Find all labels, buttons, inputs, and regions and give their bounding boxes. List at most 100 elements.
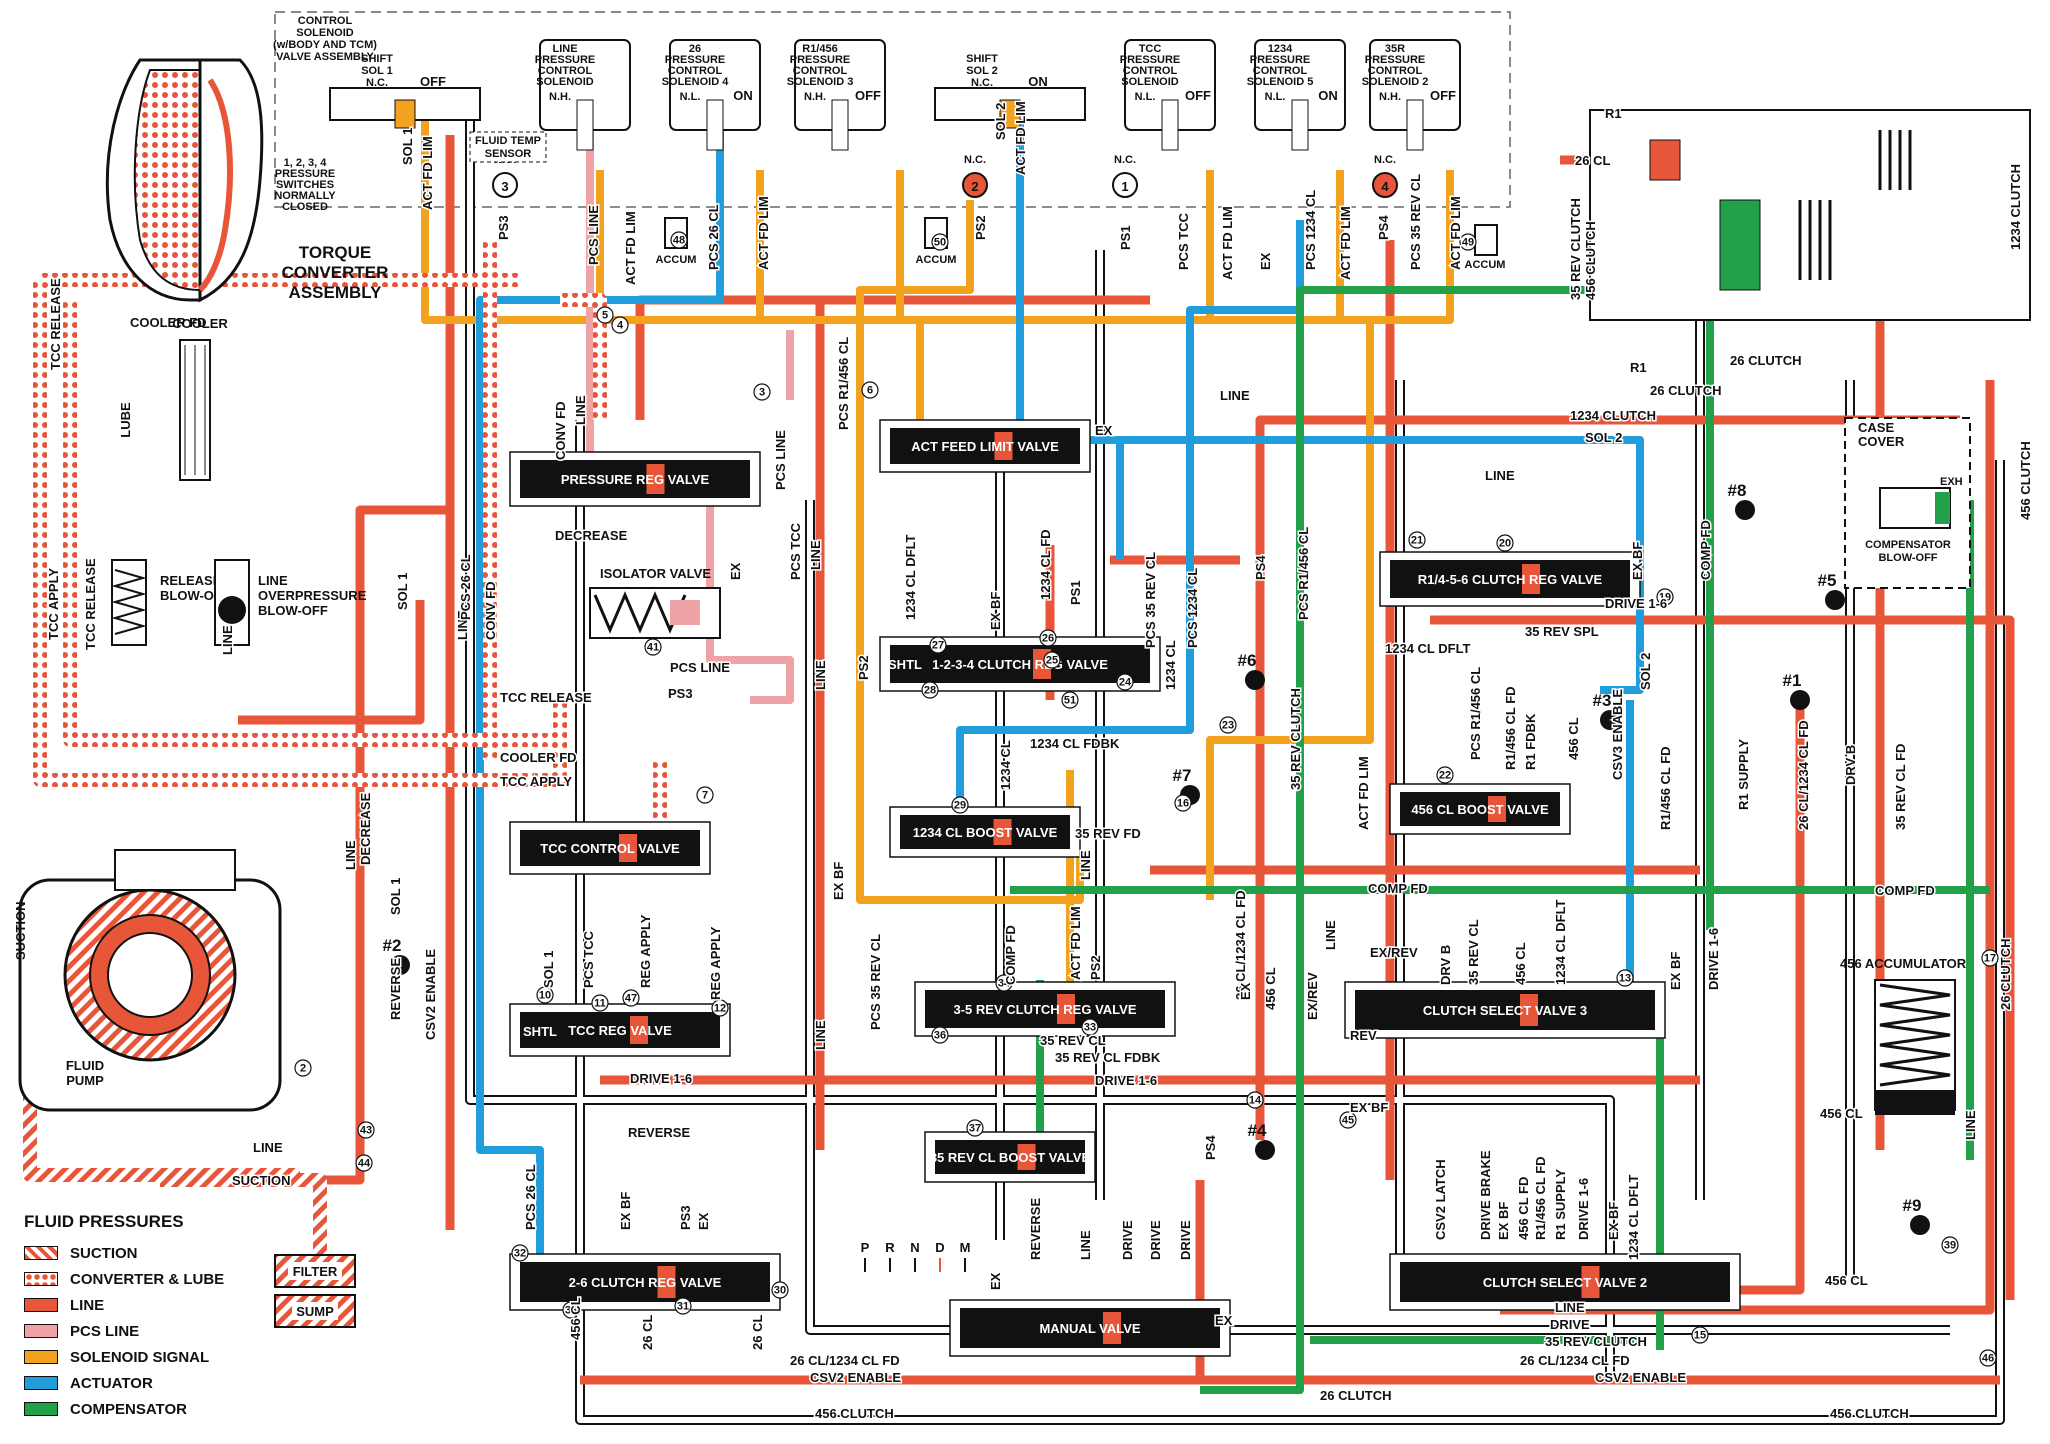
checkball-label: #6 xyxy=(1238,651,1257,670)
solenoid-label: SOLENOID 3 xyxy=(787,76,854,88)
case-cover: CASE COVER COMPENSATOR BLOW-OFF EXH xyxy=(1844,417,1971,589)
checkball: #9 xyxy=(1903,1196,1930,1235)
orifice-number: 33 xyxy=(1084,1022,1096,1034)
torque-converter-label-1: TORQUE xyxy=(299,243,371,262)
gear-letter: R xyxy=(885,1240,895,1255)
orifice-number: 50 xyxy=(934,237,946,249)
orifice: 11 xyxy=(591,994,609,1012)
orifice: 28 xyxy=(921,681,939,699)
legend-swatch xyxy=(24,1376,58,1390)
solenoid-type: N.L. xyxy=(1135,91,1156,103)
gear-letter: P xyxy=(861,1240,870,1255)
solenoid-label: R1/456 xyxy=(802,43,837,55)
circuit-label: 1234 CL DFLT xyxy=(1385,641,1471,656)
circuit-label: COMP FD xyxy=(1698,520,1713,580)
solenoid-label: CONTROL xyxy=(1123,65,1178,77)
pressure-switch-label-4: NORMALLY xyxy=(274,190,336,202)
circuit-label: REVERSE xyxy=(1028,1198,1043,1260)
orifice: 15 xyxy=(1691,1326,1709,1344)
orifice: 4 xyxy=(611,316,629,334)
circuit-label: ACT FD LIM xyxy=(1068,906,1083,980)
circuit-label: LINE xyxy=(1323,920,1338,950)
circuit-label: EX BF xyxy=(1668,952,1683,990)
orifice-number: 34 xyxy=(998,978,1011,990)
solenoid-label: CONTROL xyxy=(1253,65,1308,77)
orifice-number: 39 xyxy=(1944,1240,1956,1252)
circuit-label: LINE xyxy=(1078,850,1093,880)
circuit-label: LINE xyxy=(343,840,358,870)
checkball: #8 xyxy=(1728,481,1755,520)
valve-csv3: CLUTCH SELECT VALVE 3 xyxy=(1344,981,1666,1039)
solenoid-label: PRESSURE xyxy=(1120,54,1181,66)
orifice-number: 26 xyxy=(1042,633,1054,645)
circuit-label: EX BF xyxy=(831,862,846,900)
circuit-label: PCS 1234 CL xyxy=(1303,190,1318,270)
fluid-temp-label-1: FLUID TEMP xyxy=(475,135,541,147)
valve-label: ACT FEED LIMIT VALVE xyxy=(911,439,1059,454)
circuit-label: 26 CL/1234 CL FD xyxy=(1520,1353,1630,1368)
pressure-switch-nc: N.C. xyxy=(1374,154,1396,166)
line-overpressure-blow-off: LINE OVERPRESSURE BLOW-OFF xyxy=(214,559,367,646)
orifice-number: 31 xyxy=(677,1301,689,1313)
circuit-label: COMP FD xyxy=(1875,883,1935,898)
legend-label: PCS LINE xyxy=(70,1322,140,1340)
solenoid-state: ON xyxy=(733,88,753,103)
orifice-number: 16 xyxy=(1177,798,1189,810)
legend-item: SUCTION xyxy=(24,1240,284,1266)
circuit-label: 456 CL FD xyxy=(1516,1177,1531,1240)
solenoid-type: N.C. xyxy=(971,77,993,89)
control-solenoid-label-4: VALVE ASSEMBLY xyxy=(276,51,374,63)
orifice-number: 25 xyxy=(1046,655,1058,667)
line-overpressure-label-1: LINE xyxy=(258,573,288,588)
circuit-label: CONV FD xyxy=(553,402,568,461)
circuit-label: 456 CL xyxy=(1513,942,1528,985)
circuit-label: PCS TCC xyxy=(788,522,803,580)
valve-label: 3-5 REV CLUTCH REG VALVE xyxy=(954,1002,1137,1017)
orifice: 51 xyxy=(1061,691,1079,709)
circuit-label: CONV FD xyxy=(483,582,498,641)
solenoid-type: N.C. xyxy=(366,77,388,89)
pressure-switch-label-1: 1, 2, 3, 4 xyxy=(284,157,328,169)
circuit-label: PCS TCC xyxy=(581,930,596,988)
circuit-label: 35 REV SPL xyxy=(1525,624,1599,639)
circuit-label: LINE xyxy=(1078,1230,1093,1260)
circuit-label: 456 CLUTCH xyxy=(1830,1406,1909,1421)
legend-item: PCS LINE xyxy=(24,1318,284,1344)
circuit-label: PS2 xyxy=(1088,955,1103,980)
circuit-label: 456 CL xyxy=(1820,1106,1863,1121)
circuit-label: TCC APPLY xyxy=(500,774,572,789)
orifice-number: 43 xyxy=(360,1125,372,1137)
solenoid-type: N.L. xyxy=(1265,91,1286,103)
solenoid-label: CONTROL xyxy=(538,65,593,77)
compensator-blowoff-label-1: COMPENSATOR xyxy=(1865,539,1951,551)
gear-letter: M xyxy=(960,1240,971,1255)
orifice: 46 xyxy=(1979,1349,1997,1367)
orifice: 31 xyxy=(674,1297,692,1315)
valve-label: PRESSURE REG VALVE xyxy=(561,472,710,487)
pressure-switch-nc: N.C. xyxy=(1114,154,1136,166)
solenoid-label: PRESSURE xyxy=(1365,54,1426,66)
circuit-label: 35 REV CL FD xyxy=(1893,744,1908,830)
orifice-number: 28 xyxy=(924,685,936,697)
circuit-label: 35 REV FD xyxy=(1075,826,1141,841)
orifice-number: 46 xyxy=(1982,1353,1994,1365)
circuit-label: COOLER FD xyxy=(500,750,577,765)
solenoid-type: N.H. xyxy=(1379,91,1401,103)
circuit-label: ACT FD LIM xyxy=(623,211,638,285)
solenoid-label: SOLENOID 2 xyxy=(1362,76,1429,88)
pressure-switch-number: 2 xyxy=(971,179,978,194)
orifice: 10 xyxy=(536,986,554,1004)
circuit-label: R1/456 CL FD xyxy=(1503,686,1518,770)
orifice: 47 xyxy=(622,989,640,1007)
orifice: 26 xyxy=(1039,629,1057,647)
legend-swatch xyxy=(24,1350,58,1364)
valve-label: CLUTCH SELECT VALVE 3 xyxy=(1423,1003,1587,1018)
valve-label: R1/4-5-6 CLUTCH REG VALVE xyxy=(1418,572,1603,587)
circuit-label: R1 SUPPLY xyxy=(1736,739,1751,810)
circuit-label: 456 CL xyxy=(1263,967,1278,1010)
